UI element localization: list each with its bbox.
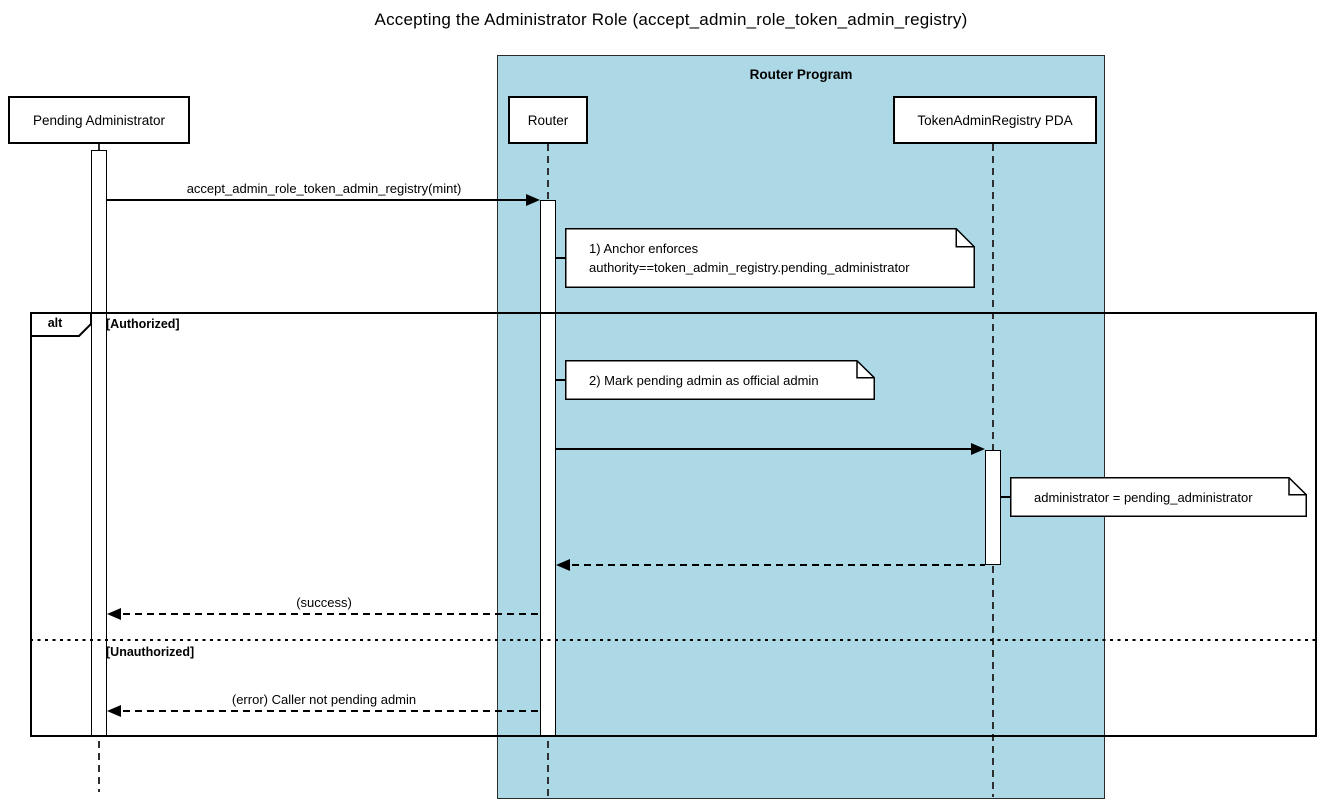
lifeline-pending-admin-stub (98, 144, 100, 151)
activation-registry-pda (985, 450, 1001, 565)
note-anchor-enforces-text: 1) Anchor enforces authority==token_admi… (589, 228, 910, 288)
note2-connector (556, 379, 566, 381)
note-line: 2) Mark pending admin as official admin (589, 372, 819, 388)
note-shape-icon (565, 360, 875, 400)
note1-connector (556, 257, 566, 259)
lifeline-router-bottom (547, 741, 549, 797)
message-call-line (107, 199, 527, 201)
participant-pending-admin: Pending Administrator (8, 96, 190, 144)
participant-router: Router (508, 96, 588, 144)
message-success-arrowhead-icon (107, 608, 121, 620)
alt-frame (30, 312, 1317, 737)
router-program-container: Router Program (497, 55, 1105, 799)
diagram-title: Accepting the Administrator Role (accept… (374, 10, 968, 29)
lifeline-registry-pda-bottom (992, 566, 994, 797)
message-success-line (111, 613, 540, 615)
lifeline-registry-pda-top (992, 144, 994, 450)
message-call-arrowhead-icon (526, 194, 540, 206)
note-mark-official: 2) Mark pending admin as official admin (565, 360, 875, 400)
note-mark-official-text: 2) Mark pending admin as official admin (589, 360, 819, 400)
note-shape-icon (1010, 477, 1307, 517)
participant-pending-admin-label: Pending Administrator (32, 112, 166, 128)
message-error-label: (error) Caller not pending admin (231, 692, 417, 707)
lifeline-pending-admin-bottom (98, 741, 100, 792)
alt-guard-unauthorized: [Unauthorized] (106, 645, 195, 659)
note-anchor-enforces: 1) Anchor enforces authority==token_admi… (565, 228, 975, 288)
participant-registry-pda: TokenAdminRegistry PDA (893, 96, 1097, 144)
participant-router-label: Router (527, 112, 569, 128)
alt-operator-label: alt (47, 316, 63, 330)
message-error-arrowhead-icon (107, 705, 121, 717)
note-shape-icon (565, 228, 975, 288)
alt-guard-authorized: [Authorized] (106, 317, 180, 331)
alt-operator-pentagon: alt (30, 312, 92, 337)
message-success-label: (success) (296, 595, 352, 610)
alt-pentagon-icon (30, 312, 92, 337)
note3-connector (1001, 496, 1011, 498)
message-call-label: accept_admin_role_token_admin_registry(m… (186, 181, 462, 196)
message-return-arrowhead-icon (556, 559, 570, 571)
message-update-arrowhead-icon (971, 443, 985, 455)
note-set-administrator-text: administrator = pending_administrator (1034, 477, 1253, 517)
note-set-administrator: administrator = pending_administrator (1010, 477, 1307, 517)
lifeline-router-top (547, 144, 549, 200)
message-return-line (560, 564, 985, 566)
alt-divider (30, 639, 1317, 641)
message-error-line (111, 710, 540, 712)
participant-registry-pda-label: TokenAdminRegistry PDA (917, 112, 1073, 128)
note-line: 1) Anchor enforces (589, 241, 699, 256)
message-update-line (556, 448, 972, 450)
note-line: administrator = pending_administrator (1034, 489, 1253, 505)
router-program-label: Router Program (749, 67, 853, 82)
note-line: authority==token_admin_registry.pending_… (589, 260, 910, 275)
